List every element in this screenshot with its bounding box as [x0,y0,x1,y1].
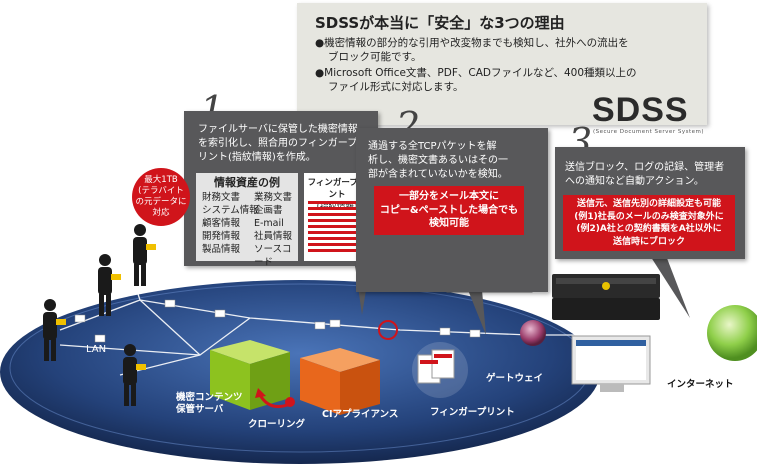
fingerprint-docs [412,342,468,398]
badge-line: (テラバイト [138,186,184,196]
gateway-ball [520,320,546,346]
step3-highlight-line: 送信時にブロック [612,236,685,247]
sdss-logo: SDSS [592,91,689,129]
step2-desc: 通過する全TCPパケットを解 析し、機密文書あるいはその一 部が含まれていないか… [368,140,508,182]
lan-label: LAN [86,344,107,355]
server-label-line: 保管サーバ [176,404,224,415]
badge-line: の元データに [135,197,187,207]
badge-line: 最大1TB [144,175,178,185]
server-label: 機密コンテンツ 保管サーバ [176,392,243,416]
sdss-tagline: (Secure Document Server System) [593,129,704,135]
step1-desc-line: ファイルサーバに保管した機密情報 [198,124,358,135]
step3-highlight: 送信元、送信先別の詳細設定も可能 (例1)社長のメールのみ検査対象外に (例2)… [563,195,735,251]
step3-highlight-line: (例1)社長のメールのみ検査対象外に [574,211,724,222]
appliance-label: CIアプライアンス [322,409,399,420]
asset-item: ソースコード [254,244,292,268]
step2-desc-line: 部が含まれていないかを検知。 [368,169,508,180]
step2-panel: 通過する全TCPパケットを解 析し、機密文書あるいはその一 部が含まれていないか… [356,128,548,292]
fingerprint-pattern [308,201,366,252]
step2-highlight-line: 一部分をメール本文に [399,191,499,202]
asset-item: 社員情報 [254,231,293,242]
crawling-label: クローリング [248,419,306,430]
step2-highlight: 一部分をメール本文に コピー&ペーストした場合でも 検知可能 [374,186,524,235]
step2-desc-line: 通過する全TCPパケットを解 [368,141,497,152]
asset-item: 顧客情報 [202,218,241,229]
asset-item: E-mail [254,218,284,229]
step2-highlight-line: 検知可能 [429,218,469,229]
step1-desc: ファイルサーバに保管した機密情報 を索引化し、照合用のフィンガープ リント(指紋… [198,123,358,165]
fingerprint-label: フィンガープリント [430,407,515,418]
reason-2-cont: ファイル形式に対応します。 [328,81,464,93]
asset-item: 業務文書 [254,192,293,203]
step1-desc-line: を索引化し、照合用のフィンガープ [198,138,358,149]
reason-1-cont: ブロック可能です。 [328,51,422,63]
asset-item: 製品情報 [202,244,241,255]
asset-item: 財務文書 [202,192,241,203]
asset-item: 企画書 [254,205,283,216]
badge-line: 対応 [152,208,170,218]
step3-highlight-line: 送信元、送信先別の詳細設定も可能 [576,199,721,209]
asset-item: システム情報 [202,205,259,216]
step3-highlight-line: (例2)A社との契約書類をA社以外に [576,224,722,234]
people [43,224,156,406]
assets-box: 情報資産の例 財務文書 システム情報 顧客情報 開発情報 製品情報 業務文書 企… [196,173,298,268]
step2-highlight-line: コピー&ペーストした場合でも [379,204,519,216]
step3-desc-line: への通知など自動アクション。 [565,176,704,187]
reason-1: ●機密情報の部分的な引用や改変物までも検知し、社外への流出を [315,37,629,49]
asset-item: 開発情報 [202,231,241,242]
capacity-badge: 最大1TB (テラバイト の元データに 対応 [132,168,190,226]
step2-desc-line: 析し、機密文書あるいはその一 [368,155,508,166]
appliance-cube [300,348,380,415]
step3-desc: 送信ブロック、ログの記録、管理者 への通知など自動アクション。 [565,161,724,189]
server-label-line: 機密コンテンツ [176,392,243,403]
reasons-panel: SDSSが本当に「安全」な3つの理由 ●機密情報の部分的な引用や改変物までも検知… [297,3,707,135]
reason-2: ●Microsoft Office文書、PDF、CADファイルなど、400種類以… [315,67,637,79]
reasons-title: SDSSが本当に「安全」な3つの理由 [315,14,565,32]
step1-panel: ファイルサーバに保管した機密情報 を索引化し、照合用のフィンガープ リント(指紋… [184,111,378,268]
internet-label: インターネット [667,379,734,390]
step3-panel: 送信ブロック、ログの記録、管理者 への通知など自動アクション。 送信元、送信先別… [555,147,745,259]
step3-desc-line: 送信ブロック、ログの記録、管理者 [565,162,725,173]
internet-ball [707,305,757,361]
assets-title: 情報資産の例 [214,176,280,189]
gateway-label: ゲートウェイ [486,373,544,384]
fingerprint-title: フィンガープリント [307,178,367,200]
step1-desc-line: リント(指紋情報)を作成。 [198,152,316,163]
